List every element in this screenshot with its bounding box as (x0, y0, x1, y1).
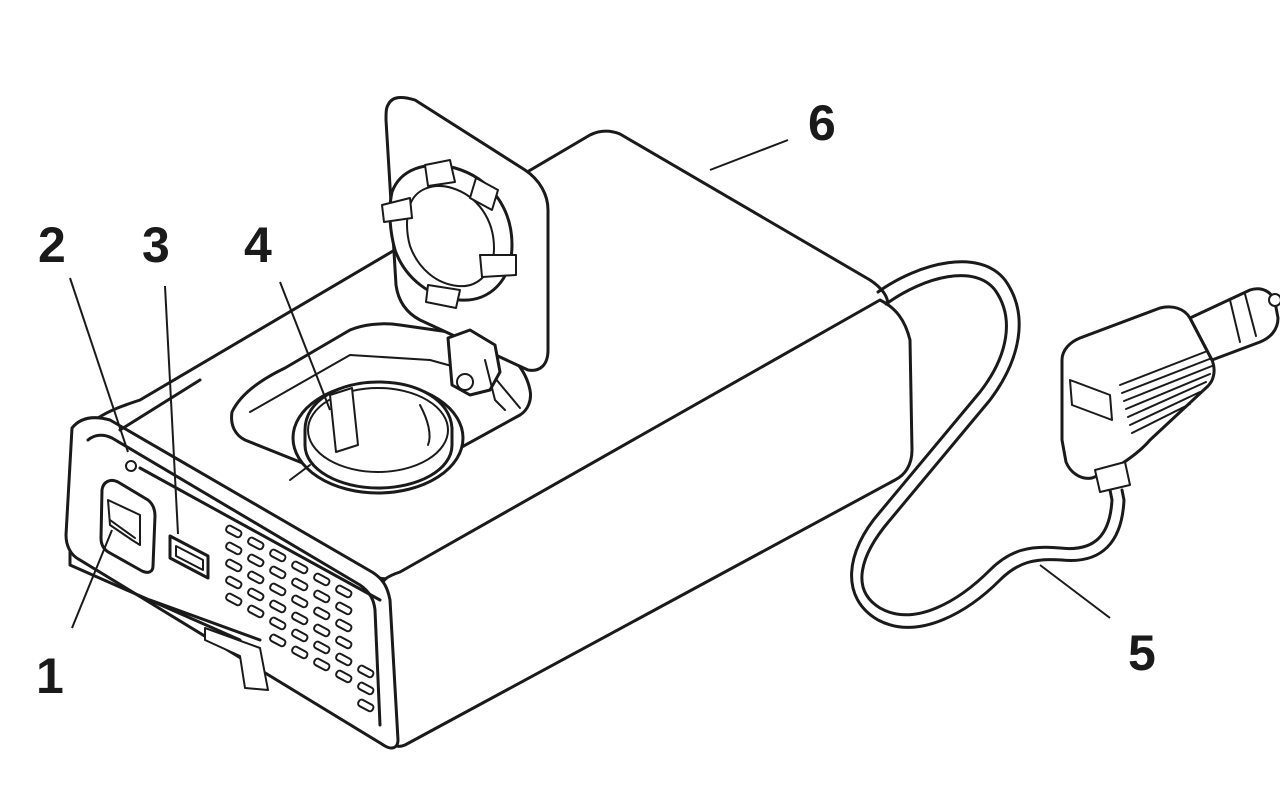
leader-lines (69, 139, 1111, 629)
callout-2: 2 (38, 217, 66, 273)
leader-4 (279, 281, 331, 411)
leader-5 (1039, 564, 1111, 619)
callout-6: 6 (808, 95, 836, 151)
callout-5: 5 (1128, 625, 1156, 681)
leader-2 (69, 277, 129, 453)
ventilation-grille (225, 524, 375, 713)
front-panel (99, 460, 375, 713)
leader-3 (164, 285, 179, 535)
power-cable (850, 260, 1126, 629)
cigarette-lighter-plug (1060, 287, 1280, 493)
socket-cover (381, 95, 550, 411)
leader-1 (71, 529, 113, 629)
led-indicator (125, 460, 137, 472)
callout-labels: 1 2 3 4 5 6 (36, 95, 1156, 704)
leader-6 (709, 139, 789, 171)
callout-1: 1 (36, 648, 64, 704)
callout-3: 3 (142, 217, 170, 273)
callout-4: 4 (244, 217, 272, 273)
